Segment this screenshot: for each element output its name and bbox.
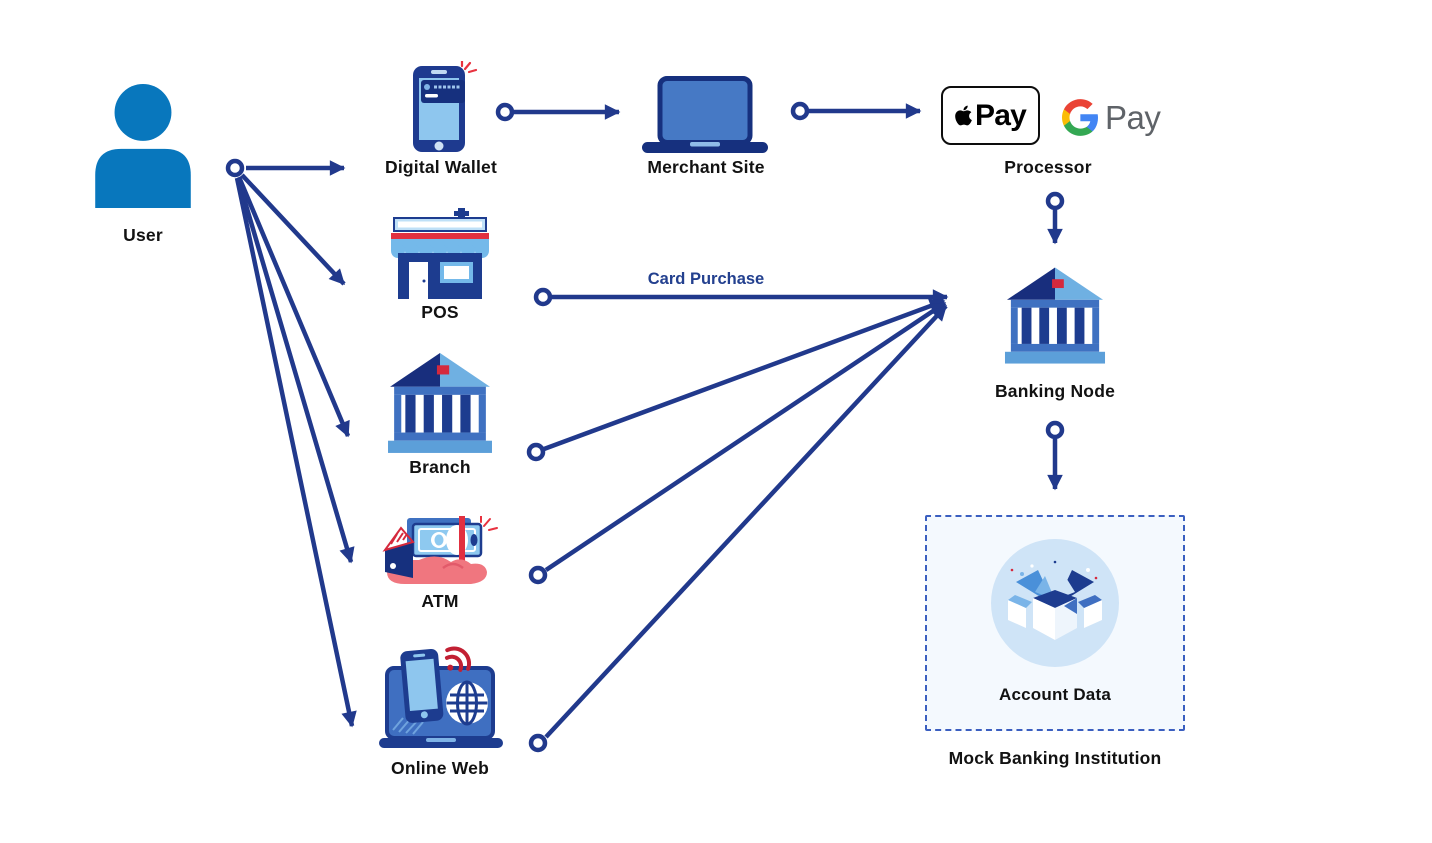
edge-tail-online-web bbox=[528, 733, 548, 753]
edge-tail-merchant bbox=[790, 101, 810, 121]
banking-node-icon bbox=[1004, 267, 1106, 364]
edge-online-web-banking-node bbox=[544, 304, 948, 739]
edge-branch-banking-node bbox=[543, 298, 946, 452]
merchant-site-laptop-icon bbox=[642, 76, 768, 153]
edge-tail-pos bbox=[533, 287, 553, 307]
edge-user-pos bbox=[240, 173, 346, 286]
edge-tail-banking-node bbox=[1045, 420, 1065, 440]
atm-card-hatch bbox=[382, 526, 415, 552]
wifi-icon bbox=[444, 646, 472, 672]
edge-tail-wallet bbox=[495, 102, 515, 122]
account-data-label: Account Data bbox=[999, 685, 1111, 704]
edge-user-atm bbox=[235, 177, 355, 564]
apple-pay-text: Pay bbox=[975, 98, 1027, 132]
edge-atm-banking-node bbox=[544, 301, 947, 572]
account-data-icon bbox=[991, 539, 1119, 667]
processor-label: Processor bbox=[1004, 157, 1092, 177]
phone-icon bbox=[400, 648, 444, 723]
branch-label: Branch bbox=[409, 457, 471, 477]
online-web-icon bbox=[379, 646, 503, 748]
edge-tail-branch bbox=[526, 442, 546, 462]
card-purchase-edge-label: Card Purchase bbox=[647, 270, 765, 288]
screen-hatch-lines bbox=[392, 717, 424, 735]
atm-sparkle-icon bbox=[480, 516, 498, 531]
digital-wallet-icon bbox=[413, 61, 478, 152]
edge-tail-processor bbox=[1045, 191, 1065, 211]
mock-banking-institution-label: Mock Banking Institution bbox=[948, 748, 1162, 768]
google-pay-text: Pay bbox=[1105, 98, 1161, 136]
atm-cash-hand-icon bbox=[382, 516, 498, 584]
apple-logo-icon bbox=[955, 105, 972, 126]
branch-bank-icon bbox=[388, 353, 492, 453]
edge-tail-user bbox=[225, 158, 245, 178]
online-web-label: Online Web bbox=[391, 758, 489, 778]
user-label: User bbox=[123, 225, 163, 245]
user-icon bbox=[95, 84, 191, 208]
notification-sparkle-icon bbox=[460, 61, 478, 74]
pos-label: POS bbox=[421, 302, 459, 322]
banking-node-label: Banking Node bbox=[994, 381, 1116, 401]
digital-wallet-label: Digital Wallet bbox=[384, 157, 498, 177]
sparkle-dots bbox=[1010, 560, 1098, 580]
edge-user-online-web bbox=[234, 177, 357, 728]
google-g-icon bbox=[1062, 98, 1098, 136]
edge-tail-atm bbox=[528, 565, 548, 585]
edge-user-branch bbox=[236, 176, 351, 438]
atm-label: ATM bbox=[421, 591, 459, 611]
google-pay-badge: Pay bbox=[1062, 96, 1161, 138]
pos-storefront-icon bbox=[391, 208, 489, 299]
merchant-site-label: Merchant Site bbox=[647, 157, 765, 177]
apple-pay-badge: Pay bbox=[941, 86, 1040, 145]
